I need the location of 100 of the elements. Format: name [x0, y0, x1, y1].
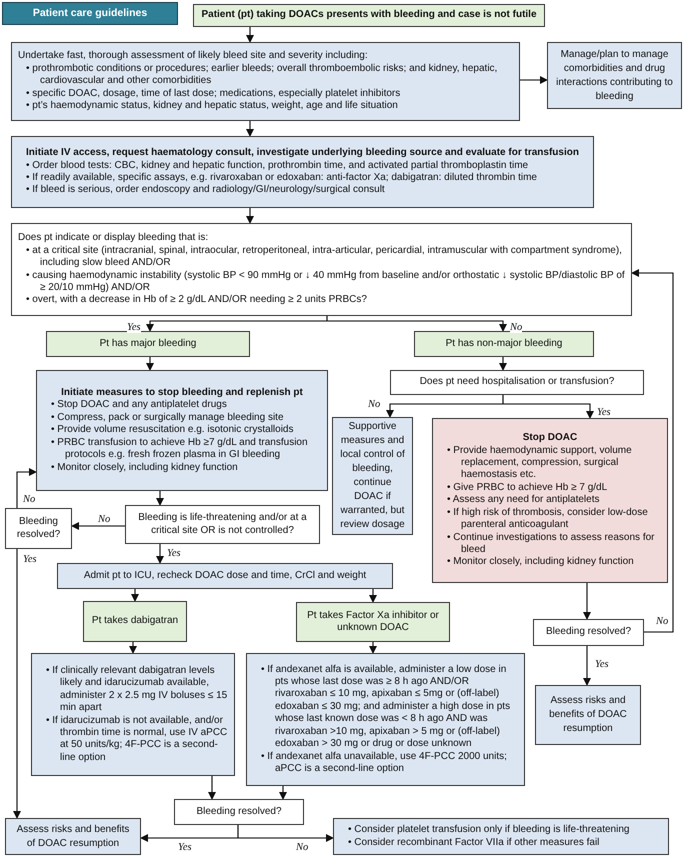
bullet-item: • Monitor closely, including kidney function [446, 556, 635, 569]
process-box [535, 685, 641, 745]
process-box [333, 818, 669, 855]
process-box [11, 42, 520, 121]
process-box [57, 563, 393, 589]
edge-label: Yes [178, 842, 192, 853]
bullet-item: • causing haemodynamic instability (systolic BP < 90 mmHg or ↓ 40 mmHg from baseline and/or orthostatic ↓ systolic BP/diastolic BP of ≥ 20/10 mmHg) AND/OR [25, 270, 625, 294]
arrow [583, 646, 591, 686]
edge-label: No [23, 494, 36, 505]
arrow [156, 544, 164, 564]
bullet-item: • If andexanet alfa is available, administer a low dose in pts whose last dose was ≥ 8 h ago AND/OR rivaroxaban ≤ 10 mg, apixaban ≤ 5mg or (off-label) edoxaban ≤ 30 mg; and administer a high dose in pts whose last known dose was < 8 h ago AND was rivaroxaban >10 mg, apixaban > 5 mg or (off-label) edoxaban > 30 mg or drug or dose unknown [260, 664, 512, 751]
bullet-item: • pt’s haemodynamic status, kidney and hepatic status, weight, age and life situation [25, 100, 399, 113]
edge-label: No [656, 616, 668, 627]
bullet-item: • Consider recombinant Factor VIIa if other measures fail [347, 836, 600, 849]
arrow [583, 583, 591, 620]
box-text: Pt has major bleeding [98, 338, 198, 350]
arrow [156, 491, 164, 506]
box-heading: Does pt indicate or display bleeding that is: [18, 232, 210, 245]
bullet-item: • Provide volume resuscitation e.g. isotonic crystalloids [50, 424, 294, 437]
arrow [499, 357, 507, 371]
process-box [432, 418, 668, 583]
box-text: Pt takes dabigatran [90, 615, 180, 628]
outcome-box [46, 331, 250, 357]
box-text: Does pt need hospitalisation or transfusion? [418, 376, 616, 389]
process-box [547, 42, 682, 109]
arrow [246, 121, 254, 137]
bullet-item: • Continue investigations to assess reasons for bleed [446, 532, 656, 556]
box-heading: Initiate measures to stop bleeding and replenish pt [60, 387, 304, 400]
arrow [129, 642, 137, 654]
box-text: Bleeding resolved? [195, 806, 283, 818]
bullet-item: • prothrombotic conditions or procedures; earlier bleeds; overall thromboembolic risks; and kidney, hepatic, cardiovascular and other comorbidities [25, 62, 498, 88]
bullet-item: • If andexanet alfa unavailable, use 4F-PCC 2000 units; aPCC is a second-line option [260, 750, 508, 776]
process-box [11, 136, 594, 208]
process-box [246, 653, 525, 786]
bullet-item: • If idarucizumab is not available, and/or thrombin time is normal, use IV aPCC at 50 units/kg; 4F-PCC is a second-line option [45, 714, 228, 764]
box-text: Patient care guidelines [32, 7, 148, 20]
bullet-item: • Compress, pack or surgically manage bleeding site [50, 412, 284, 424]
box-text: Assess risks and benefits of DOAC resumption [16, 822, 130, 850]
arrow [246, 208, 254, 224]
edge-label: Yes [167, 548, 181, 559]
box-text: Bleeding resolved? [16, 516, 62, 541]
outcome-box [83, 601, 187, 642]
arrow [502, 395, 594, 419]
box-heading: Undertake fast, thorough assessment of likely bleed site and severity including: [18, 50, 369, 63]
arrow [246, 27, 254, 43]
process-box [31, 653, 235, 776]
arrow [369, 589, 377, 603]
decision-box [174, 799, 304, 825]
bullet-item: • If high risk of thrombosis, consider low-dose parenteral anticoagulant [446, 506, 649, 532]
outcome-box [414, 331, 594, 357]
box-text: Pt has non-major bleeding [444, 338, 564, 350]
edge-label: No [368, 399, 380, 410]
bullet-item: • If clinically relevant dabigatran levels likely and idarucizumab available, administer 2 x 2.5 mg IV boluses ≤ 15 min apart [45, 664, 228, 714]
start-box [193, 4, 545, 27]
arrow [13, 549, 21, 819]
bullet-item: • Stop DOAC and any antiplatelet drugs [50, 399, 228, 412]
edge-label: Yes [23, 554, 37, 565]
box-text: Patient (pt) taking DOACs presents with bleeding and case is not futile [200, 9, 538, 22]
edge-label: Yes [127, 322, 141, 333]
box-text: Pt takes Factor Xa inhibitor or unknown DOAC [306, 610, 440, 634]
bullet-item: • Monitor closely, including kidney function [50, 462, 239, 474]
process-box [5, 818, 141, 855]
arrow [326, 316, 507, 332]
edge-label: No [296, 842, 308, 853]
arrow [208, 776, 216, 800]
box-heading: Initiate IV access, request haematology consult, investigate underlying bleeding source and evaluate for transfusion [25, 147, 580, 160]
decision-box [5, 508, 72, 549]
bullet-item: • Consider platelet transfusion only if bleeding is life-threatening [347, 824, 630, 836]
bullet-item: • If bleed is serious, order endoscopy and radiology/GI/neurology/surgical consult [25, 184, 386, 197]
edge-label: Yes [597, 407, 611, 418]
bullet-item: • overt, with a decrease in Hb of ≥ 2 g/dL AND/OR needing ≥ 2 units PRBCs? [25, 294, 368, 307]
bullet-item: • Order blood tests: CBC, kidney and hepatic function, prothrombin time, and activated partial thromboplastin time [25, 160, 530, 172]
box-text: Supportive measures and local control of bleeding, continue DOAC if warranted, but review dosage [339, 420, 406, 532]
bullet-item: • Provide haemodynamic support, volume replacement, compression, surgical haemostasis etc. [446, 444, 633, 482]
decision-box [125, 505, 320, 544]
arrow [369, 642, 377, 654]
bullet-item: • specific DOAC, dosage, time of last dose; medications, especially platelet inhibitors [25, 88, 402, 100]
decision-box [390, 370, 644, 395]
bullet-item: • PRBC transfusion to achieve Hb ≥7 g/dL and transfusion protocols e.g. fresh frozen plasma in GI bleeding [50, 436, 309, 462]
arrow [131, 589, 139, 602]
decision-box [533, 619, 644, 646]
bullet-item: • at a critical site (intracranial, spinal, intraocular, retroperitoneal, intra-articular, pericardial, intramuscular with compartment syndrome), including slow bleed AND/OR [25, 244, 623, 270]
process-box [36, 370, 328, 491]
edge-label: Yes [595, 659, 609, 670]
bullet-item: • If readily available, specific assays, e.g. rivaroxaban or edoxaban: anti-factor Xa; dabigatran: diluted thrombin time [25, 172, 538, 184]
outcome-box [296, 602, 450, 642]
box-text: Bleeding is life-threatening and/or at a critical site OR is not controlled? [137, 512, 308, 537]
box-text: Bleeding resolved? [544, 626, 632, 639]
arrow [520, 76, 548, 84]
arrow [631, 269, 674, 633]
edge-label: No [98, 514, 110, 525]
box-text: Assess risks and benefits of DOAC resumption [548, 694, 628, 736]
arrow [279, 786, 287, 800]
arrow [71, 522, 125, 530]
edge-label: No [510, 322, 522, 333]
decision-box [11, 223, 632, 316]
arrow [146, 357, 154, 371]
box-heading: Stop DOAC [522, 432, 578, 445]
arrow [237, 825, 334, 842]
arrow [16, 468, 37, 508]
